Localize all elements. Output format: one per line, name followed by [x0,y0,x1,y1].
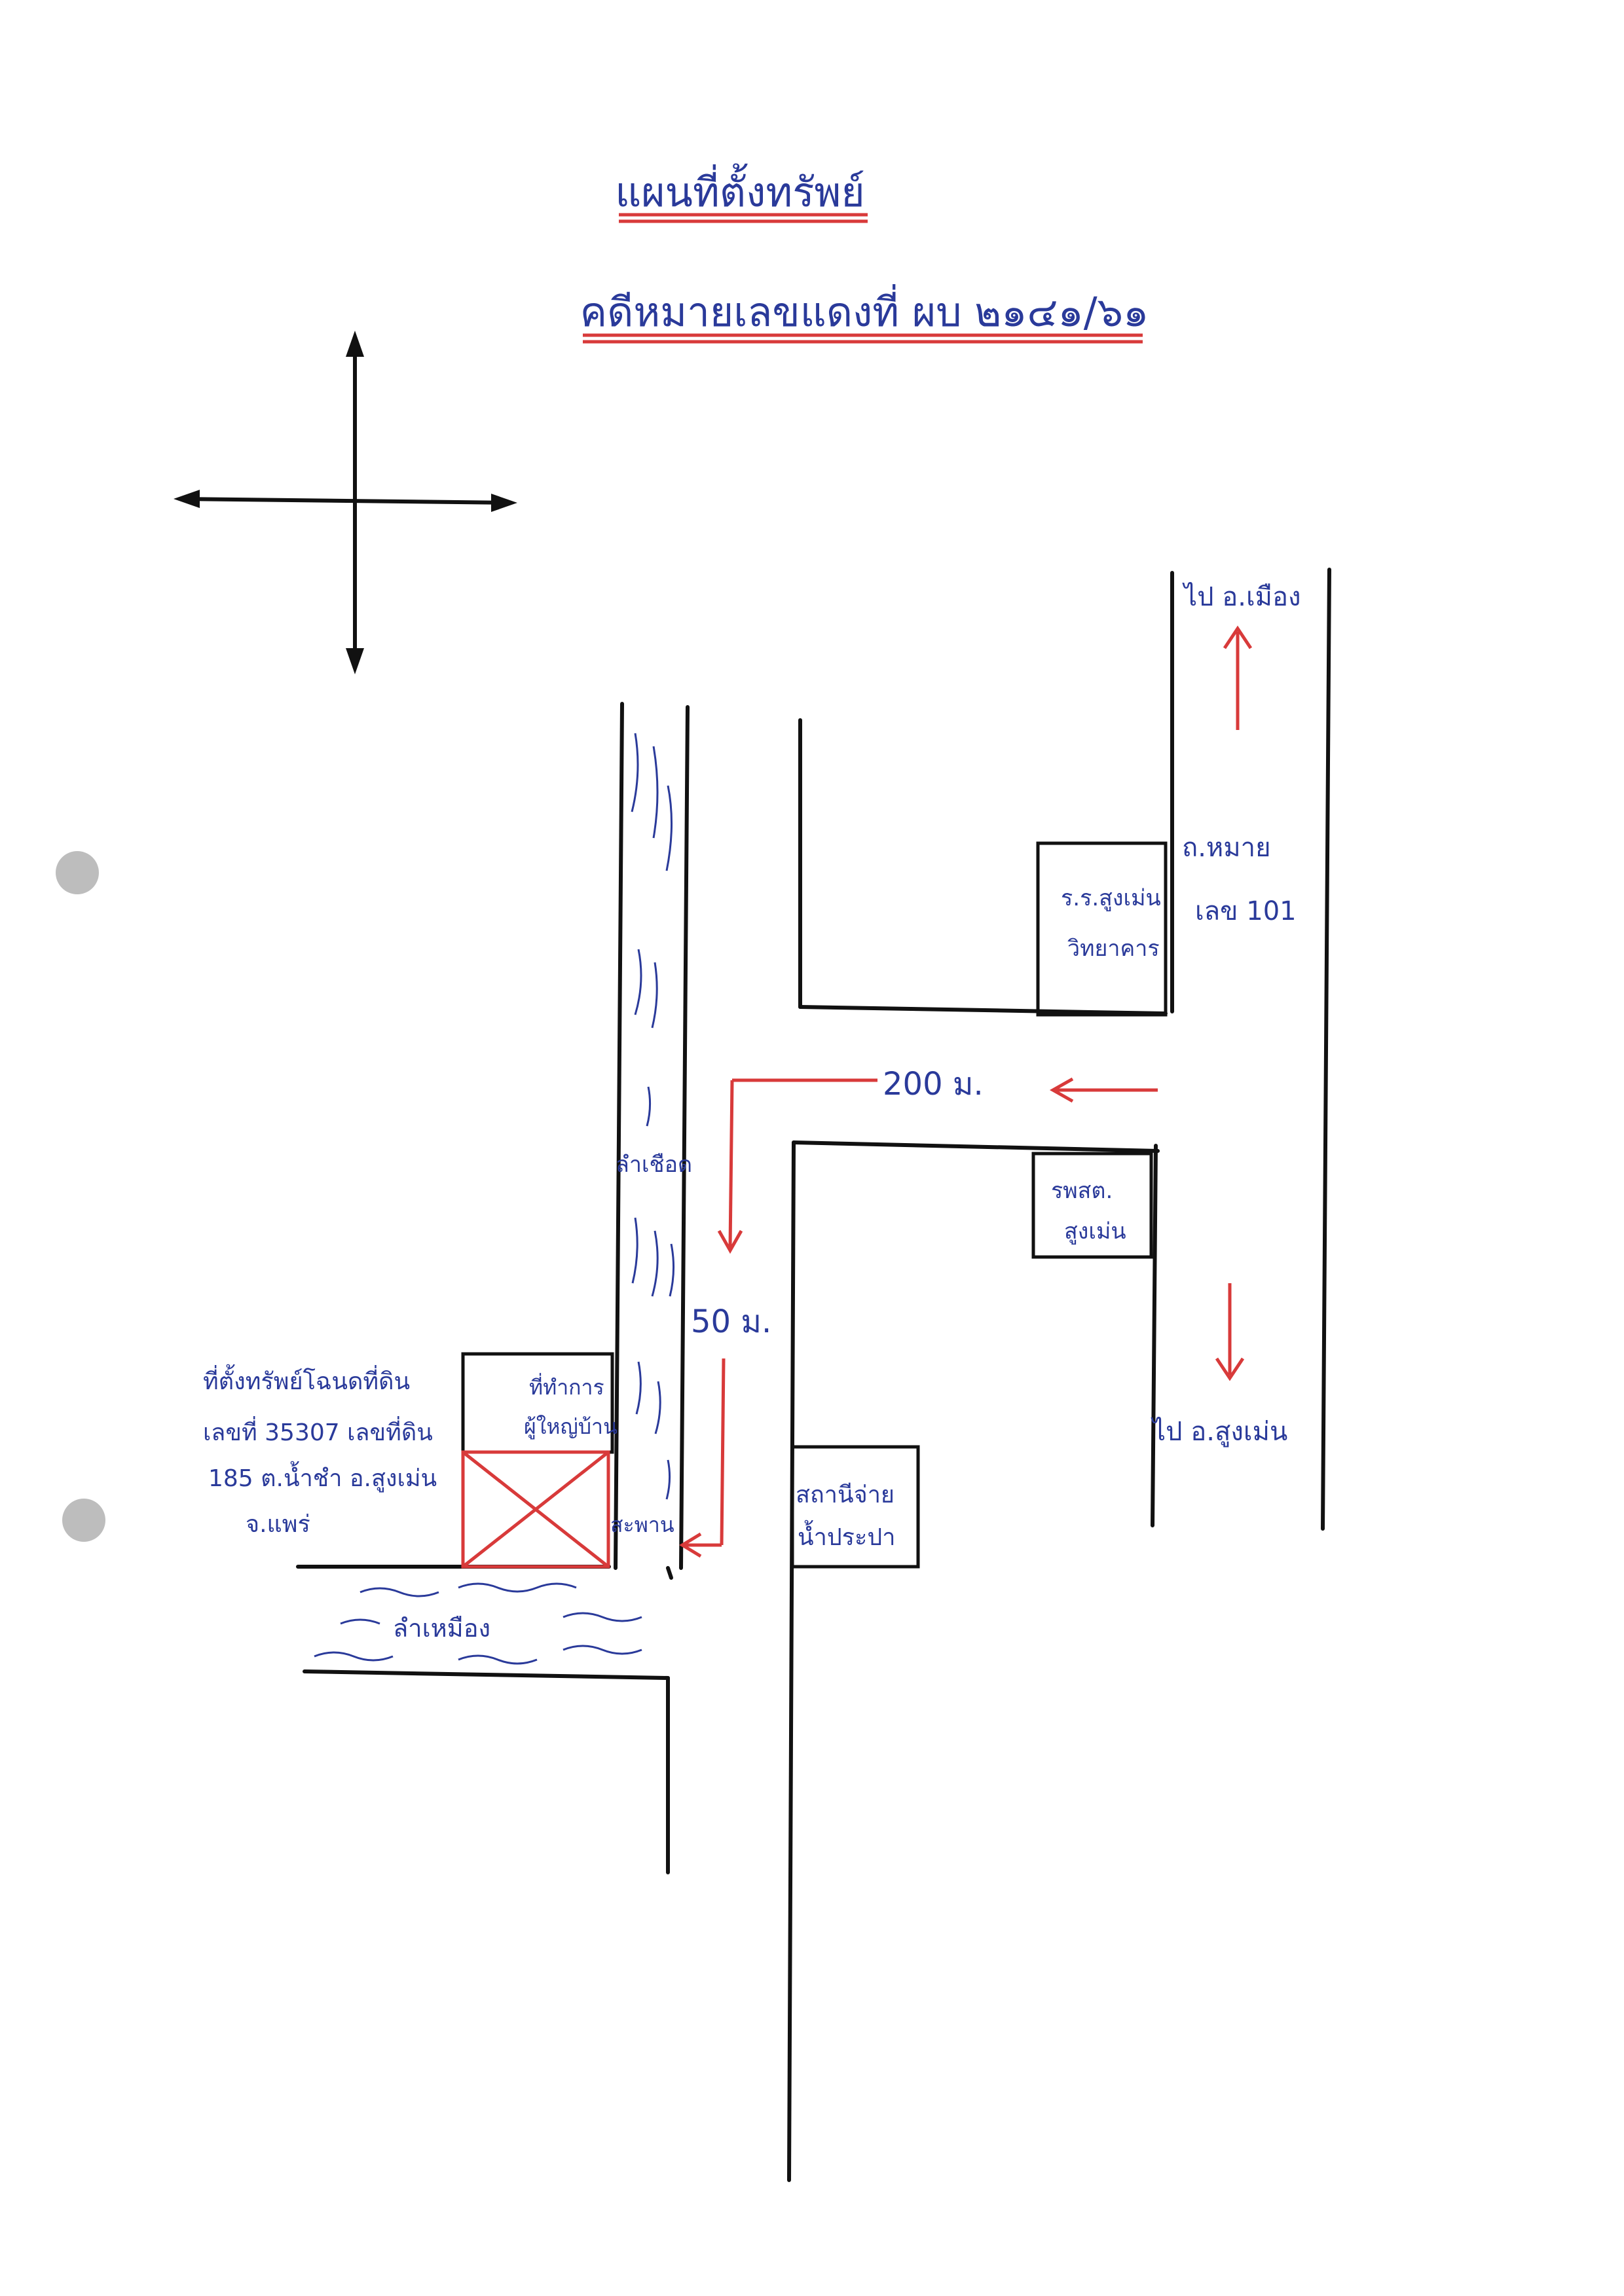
label-property-line3: 185 ต.น้ำชำ อ.สูงเม่น [208,1461,437,1493]
punch-hole-bottom [62,1499,105,1542]
punch-hole-top [56,851,99,894]
health-station-building [1031,1152,1153,1259]
title-line-2: คดีหมายเลขแดงที่ ผบ ๒๑๔๑/๖๑ [580,284,1149,336]
label-to-mueang: ไป อ.เมือง [1182,582,1301,612]
label-river: ลำเหมือง [393,1614,490,1643]
arrow-down-icon [1215,1283,1245,1381]
label-bridge: สะพาน [610,1512,674,1537]
label-highway-line2: เลข 101 [1195,896,1297,926]
creek-lam-cheuat [614,702,690,1570]
arrow-up-icon [1223,625,1253,730]
label-creek-cheuat: ลำเชือด [616,1152,692,1178]
label-water-station-line1: สถานีจ่าย [796,1482,895,1508]
label-property-line4: จ.แพร่ [246,1511,310,1538]
map-title: แผนที่ตั้งทรัพย์ คดีหมายเลขแดงที่ ผบ ๒๑๔… [580,163,1149,344]
label-health-line2: สูงเม่น [1064,1218,1126,1245]
label-property-line2: เลขที่ 35307 เลขที่ดิน [203,1416,433,1446]
compass-cross-icon [174,331,517,674]
label-health-line1: รพสต. [1051,1178,1113,1204]
school-building [1036,841,1168,1017]
lower-side-road [787,1140,1160,2182]
upper-side-road [798,718,1168,1015]
label-water-station-line2: น้ำประปา [798,1520,895,1551]
label-to-sungmen: ไป อ.สูงเม่น [1151,1417,1287,1447]
property-plot [461,1450,610,1569]
label-school-line1: ร.ร.สูงเม่น [1061,885,1161,911]
label-headman-line1: ที่ทำการ [529,1373,604,1400]
label-school-line2: วิทยาคาร [1067,936,1160,962]
x-mark-icon [462,1451,610,1568]
label-headman-line2: ผู้ใหญ่บ้าน [524,1414,618,1440]
label-property-line1: ที่ตั้งทรัพย์โฉนดที่ดิน [203,1364,410,1395]
water-station-building [790,1445,920,1569]
route-arrow-50m [679,1358,726,1558]
highway-101 [1151,568,1331,1531]
river-lam-mueang [296,1565,673,1874]
label-highway-line1: ถ.หมาย [1182,833,1271,863]
arrow-left-icon [1049,1077,1158,1103]
label-distance-50m: 50 ม. [691,1303,771,1340]
label-distance-200m: 200 ม. [883,1066,984,1102]
title-line-1: แผนที่ตั้งทรัพย์ [615,163,864,216]
route-arrow-200m [717,1078,877,1254]
